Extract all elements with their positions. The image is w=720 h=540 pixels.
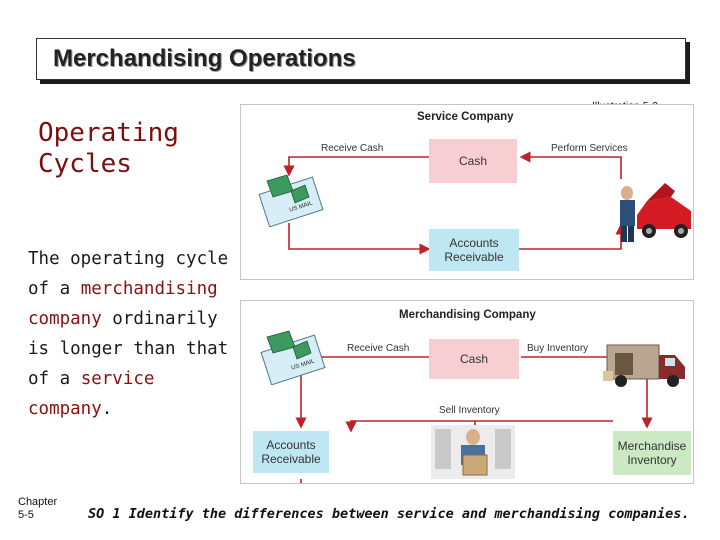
delivery-truck-icon [603, 344, 685, 387]
service-cash-node: Cash [429, 139, 517, 183]
merch-cash-node: Cash [429, 339, 519, 379]
service-perform-services-label: Perform Services [551, 143, 628, 154]
mechanic-car-icon [620, 183, 691, 242]
service-panel-title: Service Company [417, 111, 514, 123]
service-company-panel: Service Company Receive Cash Perform Ser… [240, 104, 694, 280]
slide-title: Merchandising Operations [53, 45, 356, 72]
chapter-label: Chapter 5-5 [18, 496, 57, 522]
section-subtitle: Operating Cycles [38, 118, 218, 180]
service-ar-line-1: Accounts [449, 236, 499, 250]
merchandising-panel-title: Merchandising Company [399, 309, 536, 321]
envelope-icon: US MAIL [258, 174, 324, 227]
merch-ar-line-1: Accounts [266, 438, 316, 452]
subtitle-line-2: Cycles [38, 149, 132, 179]
merch-receive-cash-label: Receive Cash [347, 343, 410, 354]
service-receive-cash-label: Receive Cash [321, 143, 384, 154]
title-box: Merchandising Operations [36, 38, 686, 80]
merch-buy-inventory-label: Buy Inventory [527, 343, 589, 354]
merch-accounts-receivable-node: Accounts Receivable [253, 431, 329, 473]
envelope-icon: US MAIL [260, 330, 326, 385]
merch-merchandise-inventory-node: Merchandise Inventory [613, 431, 691, 475]
body-text-1: The operating cycle of a [28, 249, 229, 299]
term-merchandising-company: merchandising company [28, 279, 218, 329]
chapter-line-1: Chapter [18, 496, 58, 508]
term-service-company: service company [28, 369, 155, 419]
merch-sell-inventory-label: Sell Inventory [439, 405, 500, 416]
merch-ar-line-2: Receivable [261, 452, 321, 466]
body-text-3: . [101, 399, 113, 419]
subtitle-line-1: Operating [38, 118, 179, 148]
service-accounts-receivable-node: Accounts Receivable [429, 229, 519, 271]
clerk-with-box-icon [431, 425, 515, 479]
body-text-2: ordinarily is longer than that of a [28, 309, 229, 389]
chapter-line-2: 5-5 [18, 509, 34, 521]
study-objective-footer: SO 1 Identify the differences between se… [88, 506, 690, 522]
body-paragraph: The operating cycle of a merchandising c… [28, 244, 243, 424]
merchandising-company-panel: Merchandising Company Receive Cash Buy I… [240, 300, 694, 484]
merch-inv-line-2: Inventory [627, 453, 677, 467]
service-ar-line-2: Receivable [444, 250, 504, 264]
merch-inv-line-1: Merchandise [617, 439, 687, 453]
merch-cash-text: Cash [459, 352, 488, 366]
service-cash-text: Cash [458, 154, 487, 168]
